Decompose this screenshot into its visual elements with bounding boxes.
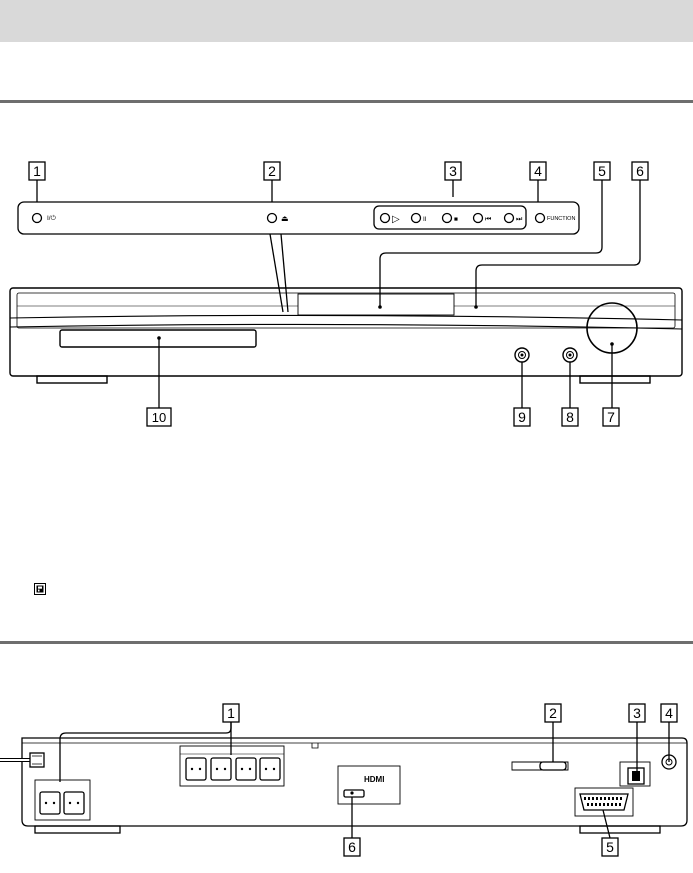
- svg-text:10: 10: [152, 410, 166, 425]
- prev-button[interactable]: [472, 212, 484, 224]
- rear-callout-3: 3: [628, 703, 646, 723]
- rear-unit-body: [21, 737, 688, 834]
- disc-tray[interactable]: [59, 329, 257, 348]
- rear-callout-1: 1: [222, 703, 240, 723]
- optical-input[interactable]: [627, 767, 645, 785]
- speaker-terminal-4[interactable]: [259, 757, 281, 781]
- rear-callout-5: 5: [601, 837, 619, 857]
- svg-text:5: 5: [598, 163, 606, 179]
- speaker-terminal-3[interactable]: [235, 757, 257, 781]
- front-callout-7: 7: [602, 407, 620, 427]
- coaxial-antenna-jack[interactable]: [661, 754, 677, 770]
- remote-sensor-icon: [34, 583, 46, 595]
- rear-callout-2: 2: [544, 703, 562, 723]
- svg-text:9: 9: [518, 409, 526, 425]
- front-callout-2: 2: [263, 161, 281, 181]
- speaker-terminal-left[interactable]: [39, 791, 61, 815]
- front-callout-1: 1: [28, 161, 46, 181]
- section-rule-rear: [0, 641, 693, 644]
- next-label: ⏭: [516, 216, 523, 223]
- top-buttons-zoom-frame: [17, 201, 580, 235]
- pause-label: II: [423, 216, 427, 223]
- svg-text:2: 2: [268, 163, 276, 179]
- eject-label: ⏏: [281, 214, 289, 223]
- svg-text:4: 4: [665, 705, 673, 721]
- scart-connector[interactable]: [579, 793, 629, 811]
- front-unit-body: [9, 287, 683, 384]
- front-callout-6: 6: [631, 161, 649, 181]
- rear-callout-6: 6: [343, 837, 361, 857]
- prev-label: ⏮: [485, 216, 491, 223]
- hdmi-logo: HDMI: [364, 775, 384, 784]
- hdmi-port[interactable]: [343, 789, 365, 798]
- next-button[interactable]: [503, 212, 515, 224]
- function-button[interactable]: [534, 212, 546, 224]
- front-callout-9: 9: [513, 407, 531, 427]
- front-callout-5: 5: [593, 161, 611, 181]
- front-callout-4: 4: [529, 161, 547, 181]
- svg-text:8: 8: [566, 409, 574, 425]
- power-button[interactable]: [31, 212, 43, 224]
- power-cord: [0, 752, 45, 768]
- eject-button[interactable]: [266, 212, 278, 224]
- function-label: FUNCTION: [547, 216, 575, 222]
- svg-text:1: 1: [33, 163, 41, 179]
- section-rule-front: [0, 100, 693, 103]
- stop-button[interactable]: [441, 212, 453, 224]
- front-panel-illustration: 1 2 3 4 5 6: [9, 161, 683, 427]
- power-label: I/⏻: [47, 215, 56, 222]
- speaker-terminal-1[interactable]: [185, 757, 207, 781]
- front-callout-10: 10: [146, 407, 172, 427]
- svg-text:4: 4: [534, 163, 542, 179]
- svg-text:3: 3: [633, 705, 641, 721]
- front-callout-8: 8: [561, 407, 579, 427]
- play-label: ▷: [392, 214, 400, 225]
- rear-callout-4: 4: [660, 703, 678, 723]
- stop-label: ■: [454, 216, 458, 223]
- svg-text:7: 7: [607, 409, 615, 425]
- speaker-terminal-2[interactable]: [210, 757, 232, 781]
- speaker-terminal-right[interactable]: [63, 791, 85, 815]
- header-band: [0, 0, 693, 42]
- svg-text:2: 2: [549, 705, 557, 721]
- antenna-jack[interactable]: [539, 761, 567, 771]
- svg-text:6: 6: [636, 163, 644, 179]
- svg-text:6: 6: [348, 839, 356, 855]
- svg-text:1: 1: [227, 705, 235, 721]
- pause-button[interactable]: [410, 212, 422, 224]
- svg-text:3: 3: [449, 163, 457, 179]
- svg-text:5: 5: [606, 839, 614, 855]
- front-callout-3: 3: [444, 161, 462, 181]
- play-button[interactable]: [379, 212, 391, 224]
- rear-panel-illustration: 1 2 3 4: [0, 703, 688, 857]
